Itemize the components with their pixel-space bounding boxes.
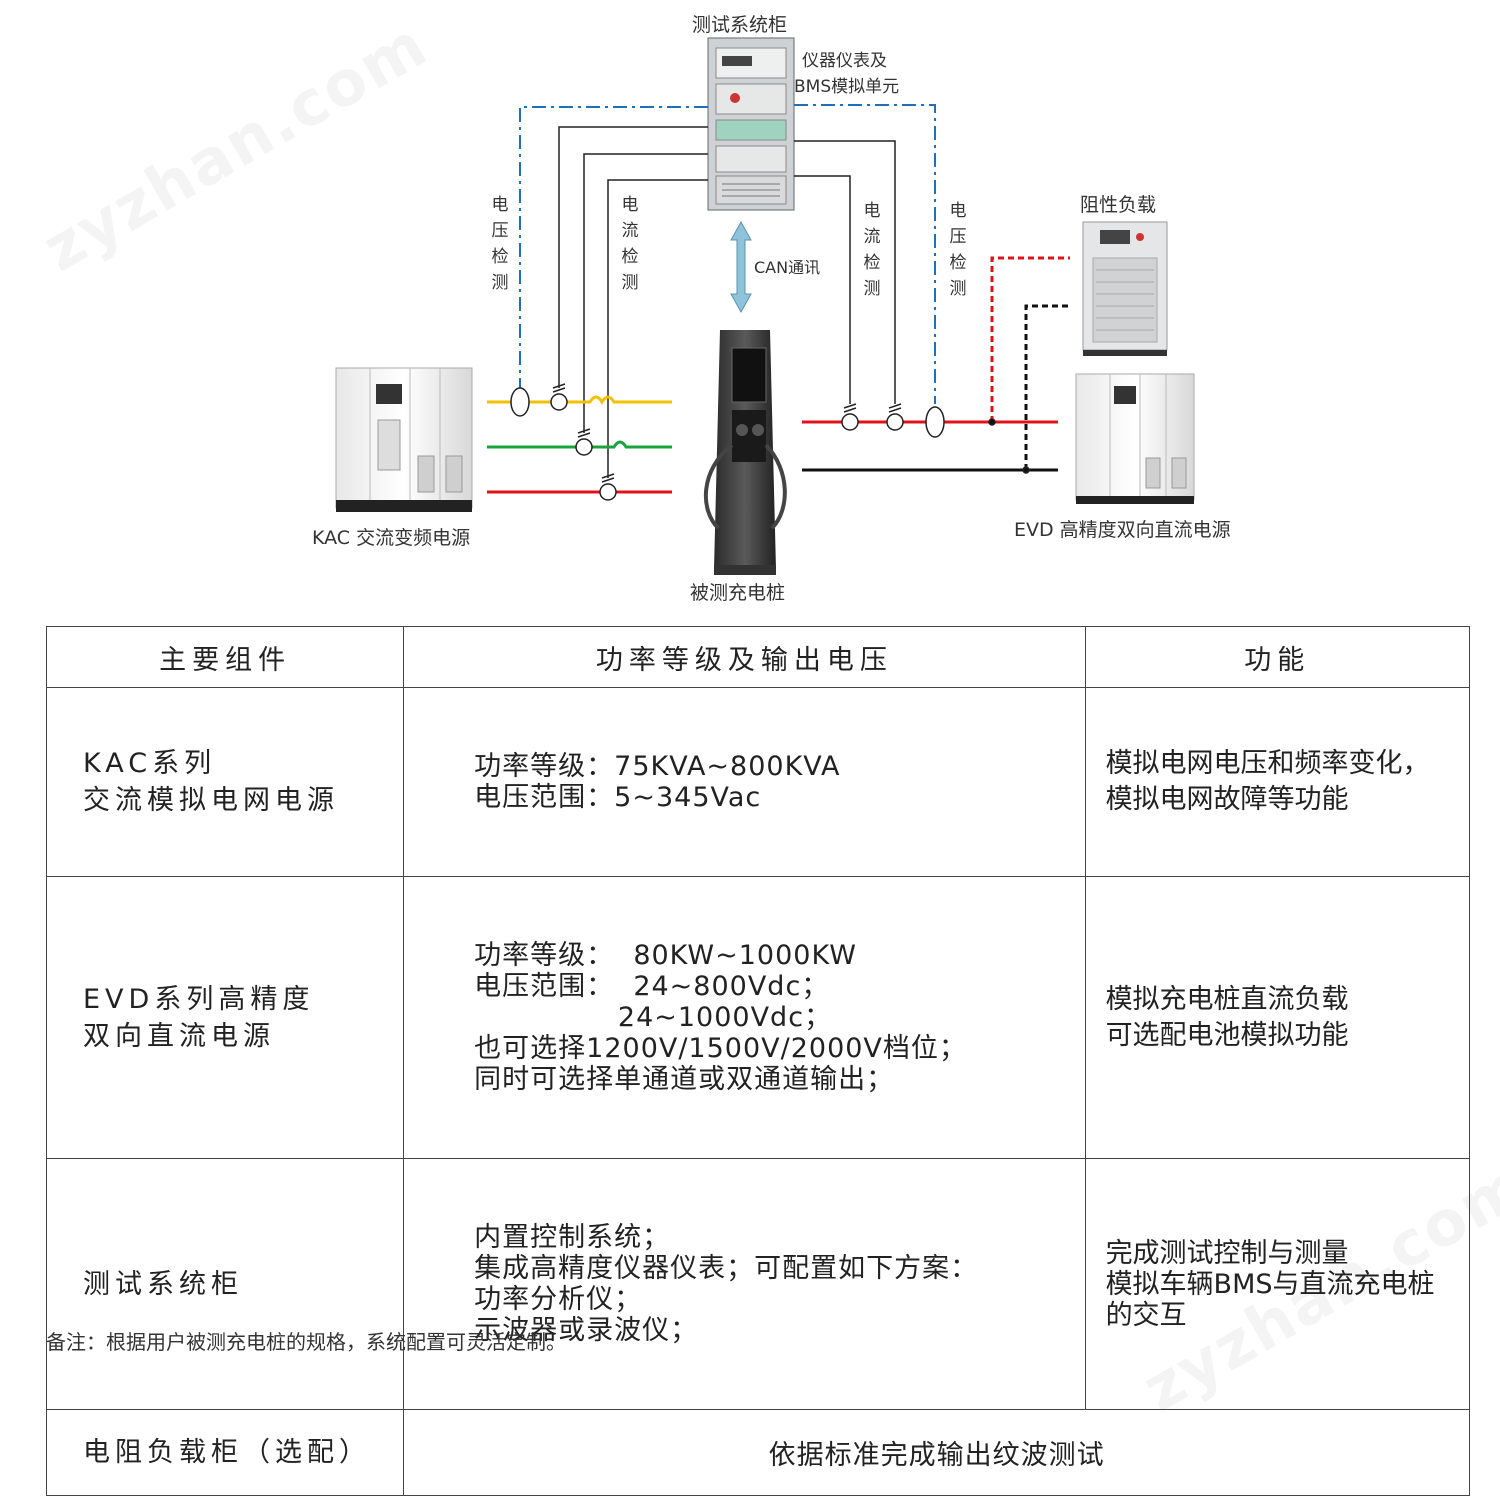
resistive-load-cabinet [1082, 221, 1168, 356]
component-cell: EVD系列高精度双向直流电源 [45, 876, 405, 1159]
right-sensors [841, 403, 1030, 474]
instrument-label-line2: BMS模拟单元 [794, 77, 900, 97]
footnote: 备注：根据用户被测充电桩的规格，系统配置可灵活定制。 [46, 1330, 566, 1354]
left-sensors [510, 383, 617, 501]
instrument-label-line1: 仪器仪表及 [802, 51, 887, 71]
component-cell: KAC系列交流模拟电网电源 [45, 687, 405, 877]
table-header-row: 主要组件 功率等级及输出电压 功能 [45, 626, 1471, 688]
right-current-detect-label: 电流检测 [863, 201, 881, 299]
function-cell: 完成测试控制与测量模拟车辆BMS与直流充电桩的交互 [1084, 1158, 1471, 1410]
evd-source-label: EVD 高精度双向直流电源 [1014, 519, 1231, 541]
charging-pile [703, 330, 787, 575]
can-arrow [730, 220, 752, 314]
function-cell: 模拟充电桩直流负载可选配电池模拟功能 [1084, 876, 1471, 1159]
right-voltage-detect-label: 电压检测 [949, 201, 967, 299]
test-system-cabinet [707, 37, 795, 211]
table-row: 测试系统柜 内置控制系统；集成高精度仪器仪表；可配置如下方案：功率分析仪；示波器… [45, 1158, 1471, 1410]
spec-table: 主要组件 功率等级及输出电压 功能 KAC系列交流模拟电网电源 功率等级：75K… [45, 626, 1471, 1496]
header-function: 功能 [1084, 626, 1471, 688]
left-current-detect-label: 电流检测 [621, 195, 639, 293]
can-label: CAN通讯 [754, 258, 821, 277]
kac-ac-source-cabinet [335, 367, 473, 512]
component-cell: 测试系统柜 [45, 1158, 405, 1410]
evd-dc-source-cabinet [1075, 373, 1195, 504]
left-voltage-detect-label: 电压检测 [491, 195, 509, 293]
right-signal-lines [794, 104, 936, 404]
resistive-load-label: 阻性负载 [1080, 194, 1157, 216]
left-signal-lines [519, 106, 708, 478]
ac-phase-lines [487, 395, 672, 494]
system-wiring-diagram [335, 37, 1195, 575]
header-spec: 功率等级及输出电压 [403, 626, 1086, 688]
merged-spec-cell: 依据标准完成输出纹波测试 [403, 1409, 1470, 1496]
test-cabinet-label: 测试系统柜 [692, 14, 788, 36]
component-cell: 电阻负载柜（选配） [45, 1409, 405, 1496]
spec-cell: 内置控制系统；集成高精度仪器仪表；可配置如下方案：功率分析仪；示波器或录波仪； [403, 1158, 1086, 1410]
function-cell: 模拟电网电压和频率变化，模拟电网故障等功能 [1084, 687, 1471, 877]
charging-pile-label: 被测充电桩 [690, 582, 786, 604]
kac-source-label: KAC 交流变频电源 [312, 527, 471, 549]
header-component: 主要组件 [45, 626, 405, 688]
table-row: 电阻负载柜（选配） 依据标准完成输出纹波测试 [45, 1409, 1470, 1496]
